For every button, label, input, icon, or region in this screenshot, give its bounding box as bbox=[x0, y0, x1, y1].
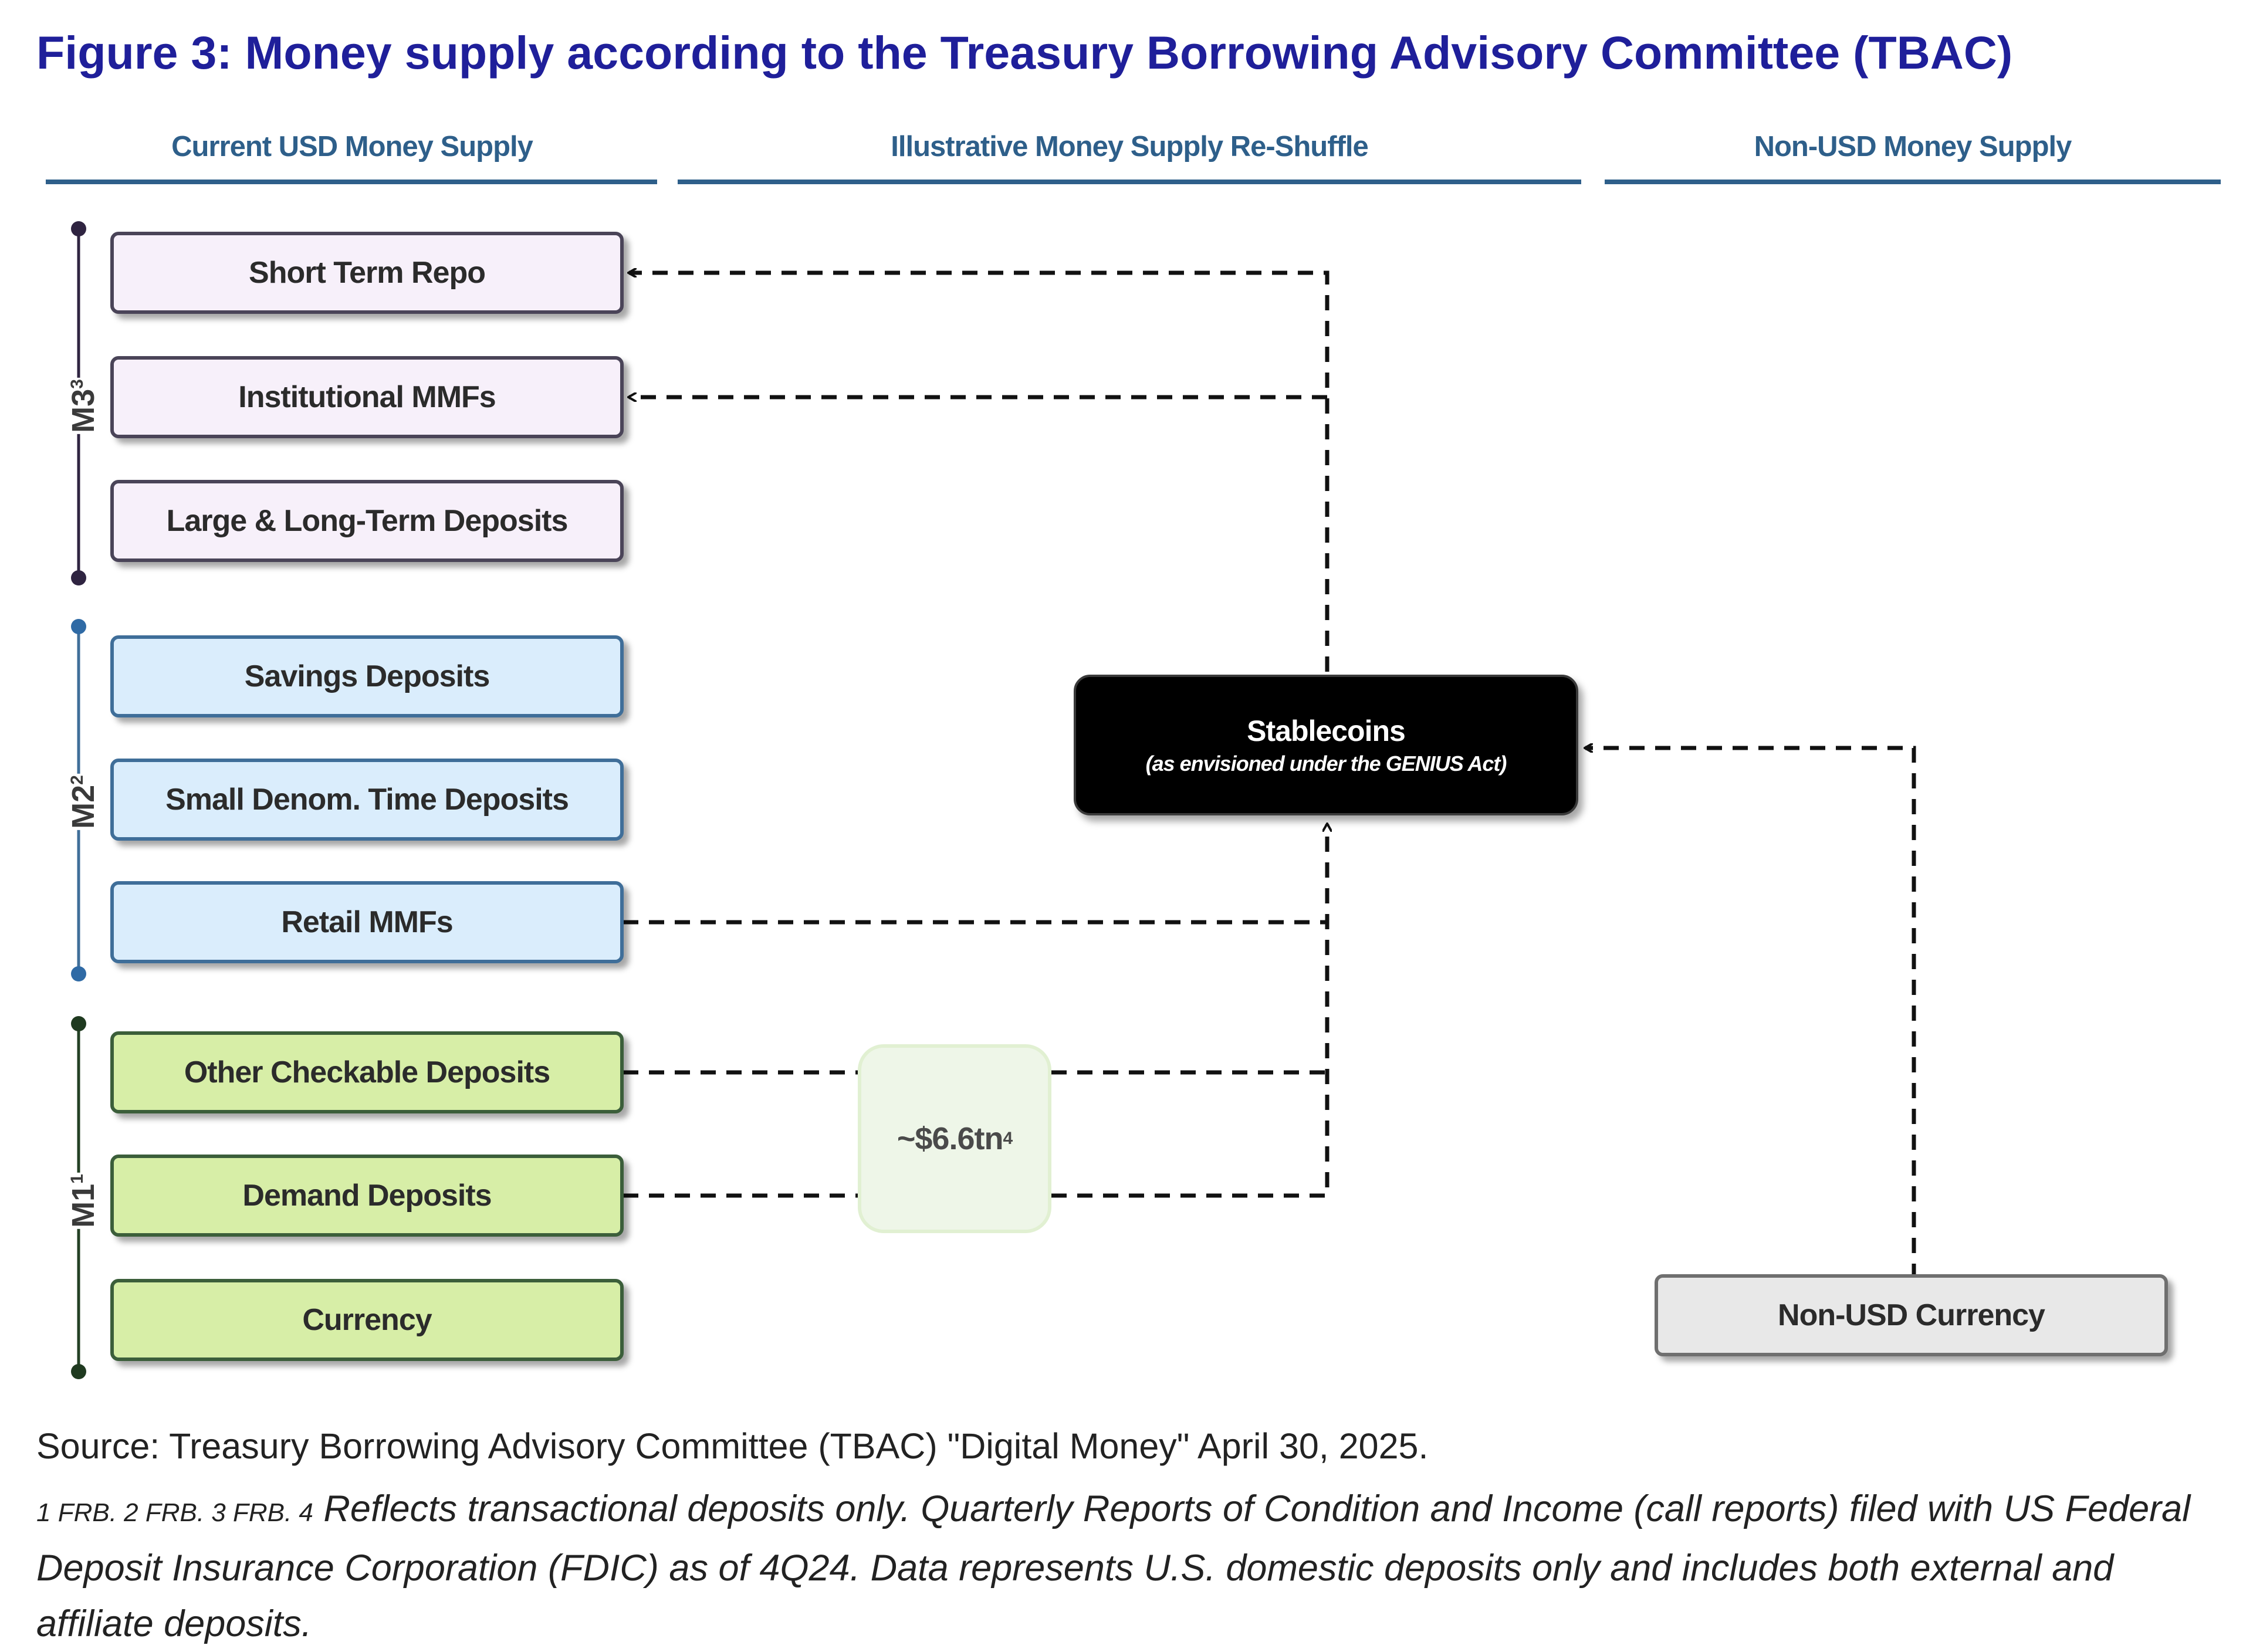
node-other-checkable-deposits: Other Checkable Deposits bbox=[110, 1031, 624, 1113]
footnote-text: Reflects transactional deposits only. Qu… bbox=[36, 1488, 2191, 1644]
figure-title: Figure 3: Money supply according to the … bbox=[36, 26, 2013, 79]
m3-group-label: M33 bbox=[61, 378, 105, 434]
node-demand-deposits: Demand Deposits bbox=[110, 1155, 624, 1237]
amount-footnote-mark: 4 bbox=[1003, 1129, 1013, 1148]
connector-from-non-usd bbox=[1585, 748, 1916, 1279]
node-savings-deposits: Savings Deposits bbox=[110, 635, 624, 717]
column-rule-reshuffle bbox=[678, 180, 1581, 184]
connector-from-demand-right bbox=[1051, 824, 1327, 1198]
node-small-denom-time-deposits: Small Denom. Time Deposits bbox=[110, 759, 624, 841]
m2-group-label: M22 bbox=[61, 774, 105, 830]
stablecoins-subtitle: (as envisioned under the GENIUS Act) bbox=[1145, 751, 1507, 776]
node-large-long-term-deposits: Large & Long-Term Deposits bbox=[110, 480, 624, 562]
column-rule-current bbox=[46, 180, 657, 184]
m1-group-label: M11 bbox=[61, 1173, 105, 1229]
stablecoins-title: Stablecoins bbox=[1247, 715, 1406, 747]
node-non-usd-currency: Non-USD Currency bbox=[1655, 1274, 2168, 1356]
node-institutional-mmfs: Institutional MMFs bbox=[110, 356, 624, 438]
source-note: Source: Treasury Borrowing Advisory Comm… bbox=[36, 1426, 1429, 1466]
amount-value: ~$6.6tn bbox=[897, 1121, 1004, 1156]
connector-to-short-term-repo bbox=[629, 273, 1330, 672]
column-header-reshuffle: Illustrative Money Supply Re-Shuffle bbox=[891, 131, 1368, 163]
node-retail-mmfs: Retail MMFs bbox=[110, 881, 624, 963]
footnote: 1 FRB. 2 FRB. 3 FRB. 4 Reflects transact… bbox=[36, 1481, 2219, 1652]
node-short-term-repo: Short Term Repo bbox=[110, 232, 624, 314]
footnote-marks: 1 FRB. 2 FRB. 3 FRB. 4 bbox=[36, 1498, 313, 1527]
node-stablecoins: Stablecoins (as envisioned under the GEN… bbox=[1074, 675, 1578, 815]
column-rule-non-usd bbox=[1605, 180, 2221, 184]
column-header-current: Current USD Money Supply bbox=[171, 131, 533, 163]
node-currency: Currency bbox=[110, 1279, 624, 1361]
column-header-non-usd: Non-USD Money Supply bbox=[1754, 131, 2072, 163]
